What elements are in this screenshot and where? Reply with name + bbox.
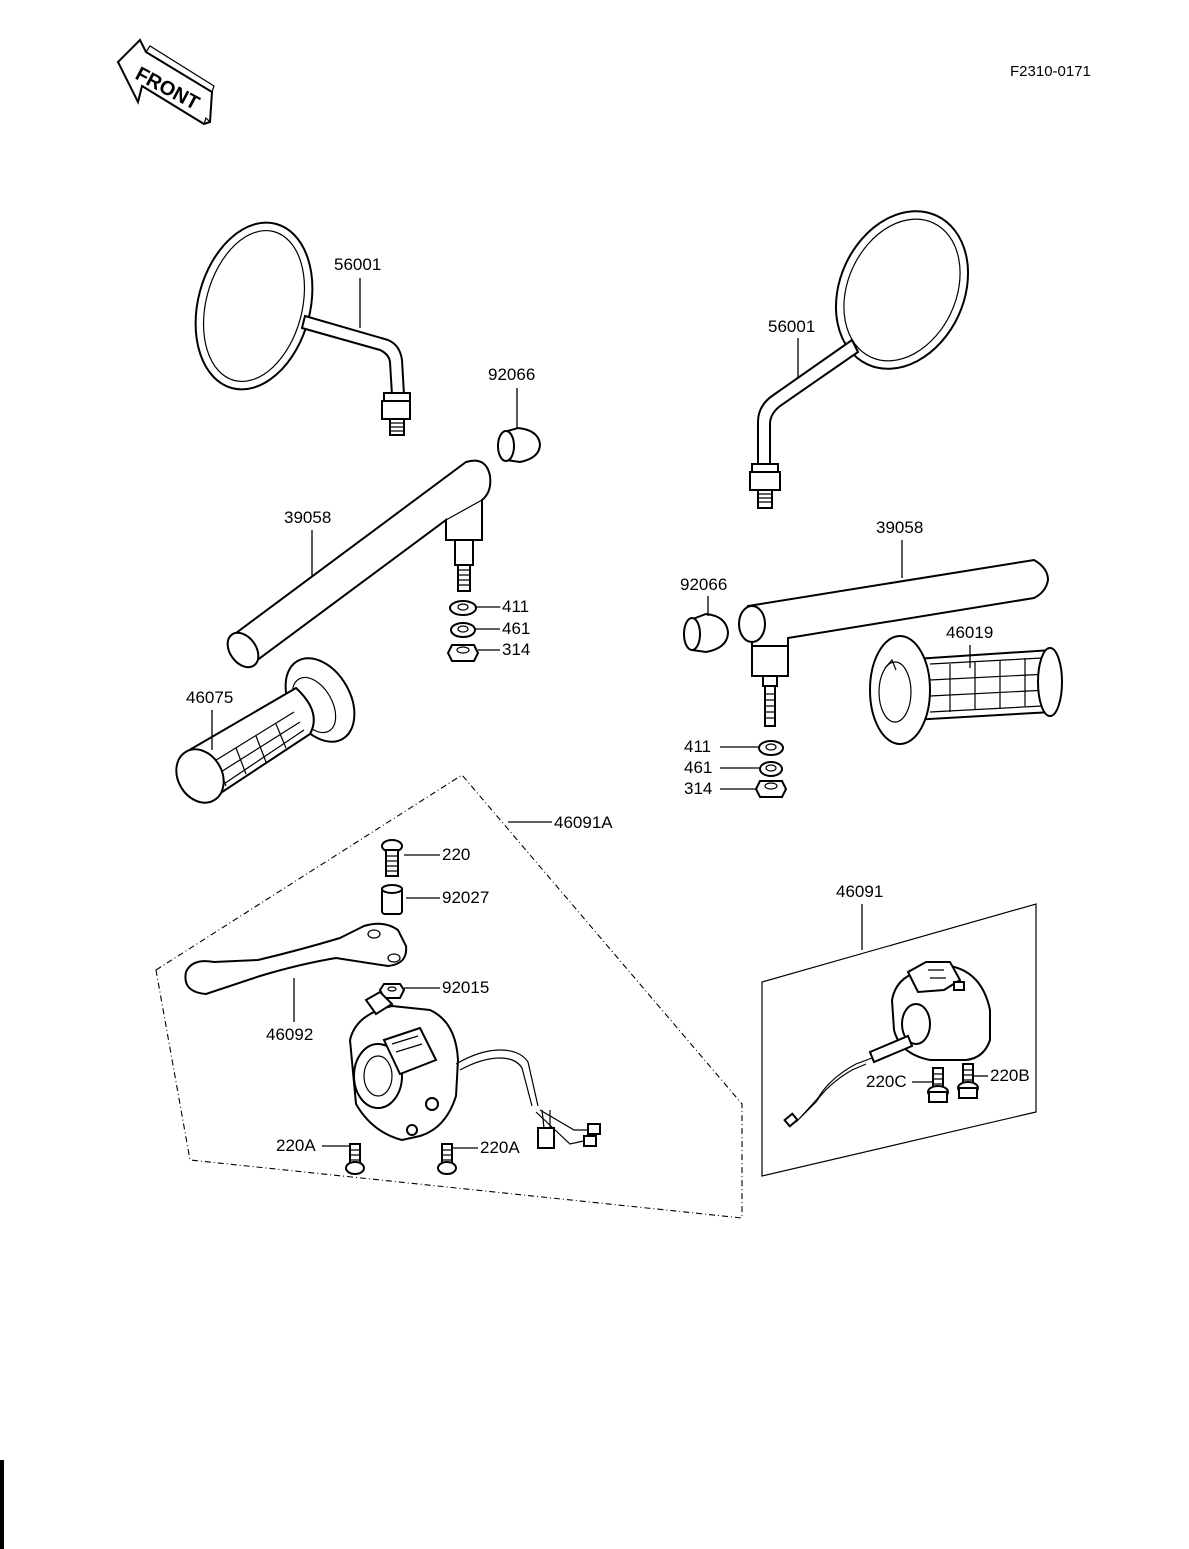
label-screw-220: 220 xyxy=(442,845,470,864)
grip-left xyxy=(175,657,356,804)
lockwasher-right xyxy=(759,761,783,777)
washer-left xyxy=(449,600,477,616)
collar-92027 xyxy=(381,884,403,915)
label-nut-right: 314 xyxy=(684,779,712,798)
label-handlebar-left: 39058 xyxy=(284,508,331,527)
screw-220c xyxy=(927,1067,949,1103)
label-screw-220a-right: 220A xyxy=(480,1138,520,1157)
switch-wiring-left xyxy=(455,1049,601,1149)
label-mirror-right: 56001 xyxy=(768,317,815,336)
front-arrow-icon: FRONT xyxy=(116,38,215,126)
handlebar-left xyxy=(226,459,492,669)
handlebar-right xyxy=(738,558,1050,727)
label-screw-220a-left: 220A xyxy=(276,1136,316,1155)
label-grip-left: 46075 xyxy=(186,688,233,707)
label-switch-assy-left: 46091A xyxy=(554,813,613,832)
label-plug-left: 92066 xyxy=(488,365,535,384)
lever xyxy=(184,922,408,996)
label-grip-right: 46019 xyxy=(946,623,993,642)
plug-right xyxy=(683,612,730,654)
label-mirror-left: 56001 xyxy=(334,255,381,274)
label-nut-92015: 92015 xyxy=(442,978,489,997)
label-screw-220c: 220C xyxy=(866,1072,907,1091)
screw-220a-right xyxy=(437,1143,457,1175)
label-handlebar-right: 39058 xyxy=(876,518,923,537)
label-lockwasher-left: 461 xyxy=(502,619,530,638)
lockwasher-left xyxy=(450,622,476,638)
switch-assy-right-outline xyxy=(761,903,1037,1177)
nut-left xyxy=(446,644,480,662)
label-washer-right: 411 xyxy=(684,737,711,756)
washer-right xyxy=(758,740,784,756)
switch-housing-right xyxy=(868,961,991,1064)
switch-housing-left xyxy=(348,990,460,1142)
screw-220b xyxy=(957,1063,979,1099)
label-screw-220b: 220B xyxy=(990,1066,1030,1085)
label-nut-left: 314 xyxy=(502,640,530,659)
nut-right xyxy=(754,780,788,798)
label-plug-right: 92066 xyxy=(680,575,727,594)
label-lockwasher-right: 461 xyxy=(684,758,712,777)
switch-wiring-right xyxy=(783,1057,873,1128)
label-lever: 46092 xyxy=(266,1025,313,1044)
screw-220a-left xyxy=(345,1143,365,1175)
plug-left xyxy=(497,426,542,464)
switch-assy-left-outline xyxy=(155,774,743,1219)
scan-edge-mark xyxy=(0,1460,4,1549)
grip-right xyxy=(869,635,1063,745)
screw-220 xyxy=(381,839,403,877)
mirror-left xyxy=(194,221,411,436)
label-switch-assy-right: 46091 xyxy=(836,882,883,901)
nut-92015 xyxy=(378,983,406,999)
diagram-code: F2310-0171 xyxy=(1010,63,1091,80)
label-collar-92027: 92027 xyxy=(442,888,489,907)
mirror-right xyxy=(749,210,970,509)
label-washer-left: 411 xyxy=(502,597,529,616)
